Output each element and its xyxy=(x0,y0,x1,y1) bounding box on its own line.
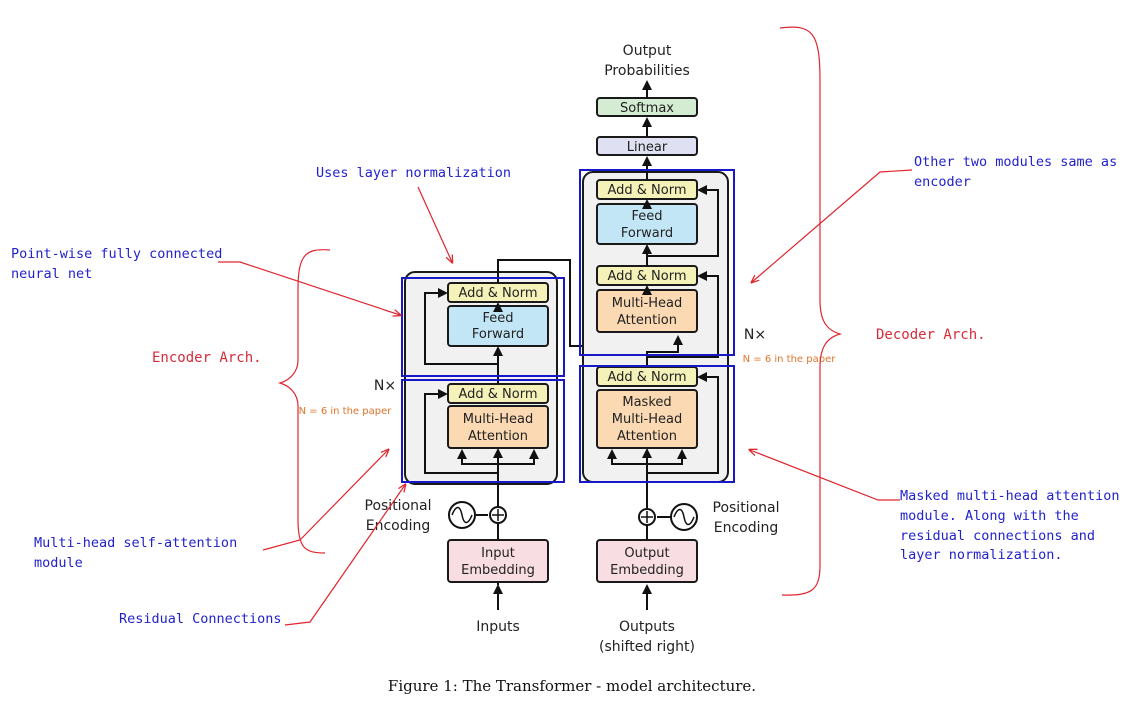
annotation-encoder-arch: Encoder Arch. xyxy=(152,350,262,366)
annotation-masked-4: layer normalization. xyxy=(900,547,1063,563)
decoder-outputs-label-1: Outputs xyxy=(619,619,675,635)
encoder-inputs-label: Inputs xyxy=(476,619,520,635)
annotation-masked-2: module. Along with the xyxy=(900,508,1079,524)
decoder-masked-label-3: Attention xyxy=(617,429,677,444)
highlight-decoder-masked xyxy=(579,365,735,483)
softmax-label: Softmax xyxy=(620,101,674,116)
annotation-decoder-arch: Decoder Arch. xyxy=(876,327,986,343)
decoder-attention-label-1: Multi-Head xyxy=(612,296,682,311)
encoder-add-norm-bottom-label: Add & Norm xyxy=(458,387,537,402)
decoder-nx-label: N× xyxy=(744,327,766,343)
annotation-pointwise-2: neural net xyxy=(11,266,92,282)
highlight-decoder-upper xyxy=(579,169,735,356)
annotation-other-two-2: encoder xyxy=(914,174,971,190)
annotation-layer-norm: Uses layer normalization xyxy=(316,165,511,181)
decoder-embedding-label-2: Embedding xyxy=(610,563,684,578)
encoder: Add & Norm Feed Forward Add & Norm Multi… xyxy=(299,259,653,635)
decoder-ff-label-1: Feed xyxy=(631,209,662,224)
annotation-residual: Residual Connections xyxy=(119,611,282,627)
annotation-multihead-1: Multi-head self-attention xyxy=(34,535,237,551)
annotation-other-two-1: Other two modules same as xyxy=(914,154,1117,170)
encoder-ff-label-1: Feed xyxy=(482,311,513,326)
encoder-attention-label-1: Multi-Head xyxy=(463,412,533,427)
encoder-posenc-label-1: Positional xyxy=(365,498,432,514)
decoder: Add & Norm Feed Forward Add & Norm Multi… xyxy=(582,156,837,655)
annotations: Uses layer normalization Point-wise full… xyxy=(11,154,1119,627)
decoder-n6-note: N = 6 in the paper xyxy=(743,354,837,365)
decoder-output-embedding xyxy=(596,539,698,583)
decoder-add-norm-mid-label: Add & Norm xyxy=(607,269,686,284)
encoder-nx-label: N× xyxy=(374,378,396,394)
encoder-posenc-label-2: Encoding xyxy=(366,518,431,534)
encoder-add-norm-top-label: Add & Norm xyxy=(458,286,537,301)
decoder-masked-label-2: Multi-Head xyxy=(612,412,682,427)
decoder-add-norm-ff-label: Add & Norm xyxy=(607,183,686,198)
output-head: Linear Softmax Output Probabilities xyxy=(596,43,698,156)
encoder-embedding-label-1: Input xyxy=(481,546,515,561)
highlight-encoder-attn xyxy=(401,379,565,483)
output-prob-label-1: Output xyxy=(623,43,672,59)
figure-caption: Figure 1: The Transformer - model archit… xyxy=(388,677,756,695)
encoder-input-embedding xyxy=(447,539,549,583)
output-prob-label-2: Probabilities xyxy=(604,63,690,79)
encoder-attention-label-2: Attention xyxy=(468,429,528,444)
decoder-posenc-label-2: Encoding xyxy=(714,520,779,536)
decoder-posenc-label-1: Positional xyxy=(713,500,780,516)
encoder-ff-label-2: Forward xyxy=(472,327,524,342)
linear-label: Linear xyxy=(627,140,668,155)
encoder-brace xyxy=(277,249,331,554)
decoder-masked-label-1: Masked xyxy=(622,395,671,410)
decoder-add-norm-bottom-label: Add & Norm xyxy=(607,370,686,385)
annotation-multihead-2: module xyxy=(34,555,83,571)
decoder-brace xyxy=(779,26,843,596)
decoder-attention-label-2: Attention xyxy=(617,313,677,328)
annotation-masked-3: residual connections and xyxy=(900,528,1095,544)
annotation-masked-1: Masked multi-head attention xyxy=(900,488,1119,504)
highlight-encoder-ff xyxy=(401,277,565,377)
decoder-ff-label-2: Forward xyxy=(621,226,673,241)
encoder-n6-note: N = 6 in the paper xyxy=(299,406,393,417)
decoder-outputs-label-2: (shifted right) xyxy=(599,639,695,655)
decoder-embedding-label-1: Output xyxy=(624,546,669,561)
encoder-embedding-label-2: Embedding xyxy=(461,563,535,578)
annotation-pointwise-1: Point-wise fully connected xyxy=(11,246,222,262)
